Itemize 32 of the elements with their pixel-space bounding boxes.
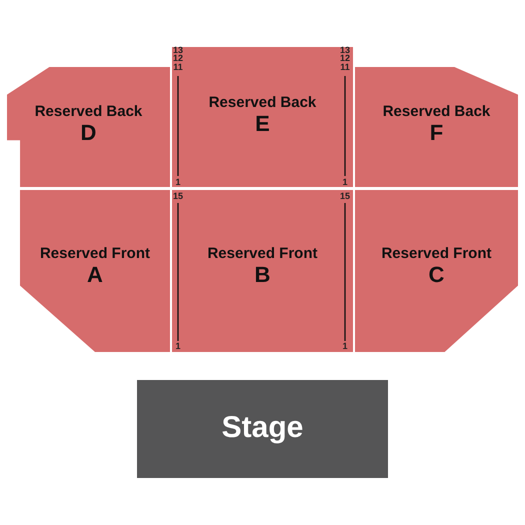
section-letter: F bbox=[430, 121, 444, 146]
section-name: Reserved Front bbox=[40, 245, 150, 263]
seating-section bbox=[172, 47, 353, 187]
section-name: Reserved Front bbox=[207, 245, 318, 263]
row-number: 12 bbox=[173, 54, 183, 63]
row-number: 15 bbox=[340, 192, 350, 201]
seating-section bbox=[172, 190, 353, 352]
section-name: Reserved Back bbox=[382, 103, 490, 121]
row-number: 11 bbox=[340, 63, 350, 72]
row-number: 12 bbox=[340, 54, 350, 63]
section-name: Reserved Back bbox=[208, 94, 316, 112]
row-number: 11 bbox=[173, 63, 183, 72]
stage-block bbox=[137, 380, 388, 478]
section-letter: D bbox=[80, 121, 96, 146]
row-number: 13 bbox=[173, 46, 183, 55]
section-name: Reserved Front bbox=[381, 245, 492, 263]
row-number: 13 bbox=[340, 46, 350, 55]
section-letter: E bbox=[255, 112, 270, 136]
row-number: 15 bbox=[173, 192, 183, 201]
stage-label: Stage bbox=[222, 410, 304, 446]
row-number: 1 bbox=[342, 342, 348, 351]
row-number: 1 bbox=[176, 342, 180, 351]
seating-section bbox=[20, 190, 170, 352]
section-name: Reserved Back bbox=[34, 103, 142, 121]
row-number: 1 bbox=[176, 178, 180, 187]
row-number: 1 bbox=[342, 178, 348, 187]
seating-section bbox=[7, 67, 170, 187]
section-letter: C bbox=[428, 263, 444, 288]
section-letter: B bbox=[254, 263, 270, 288]
seating-section bbox=[355, 67, 518, 187]
section-letter: A bbox=[87, 263, 103, 288]
seating-section bbox=[355, 190, 518, 352]
